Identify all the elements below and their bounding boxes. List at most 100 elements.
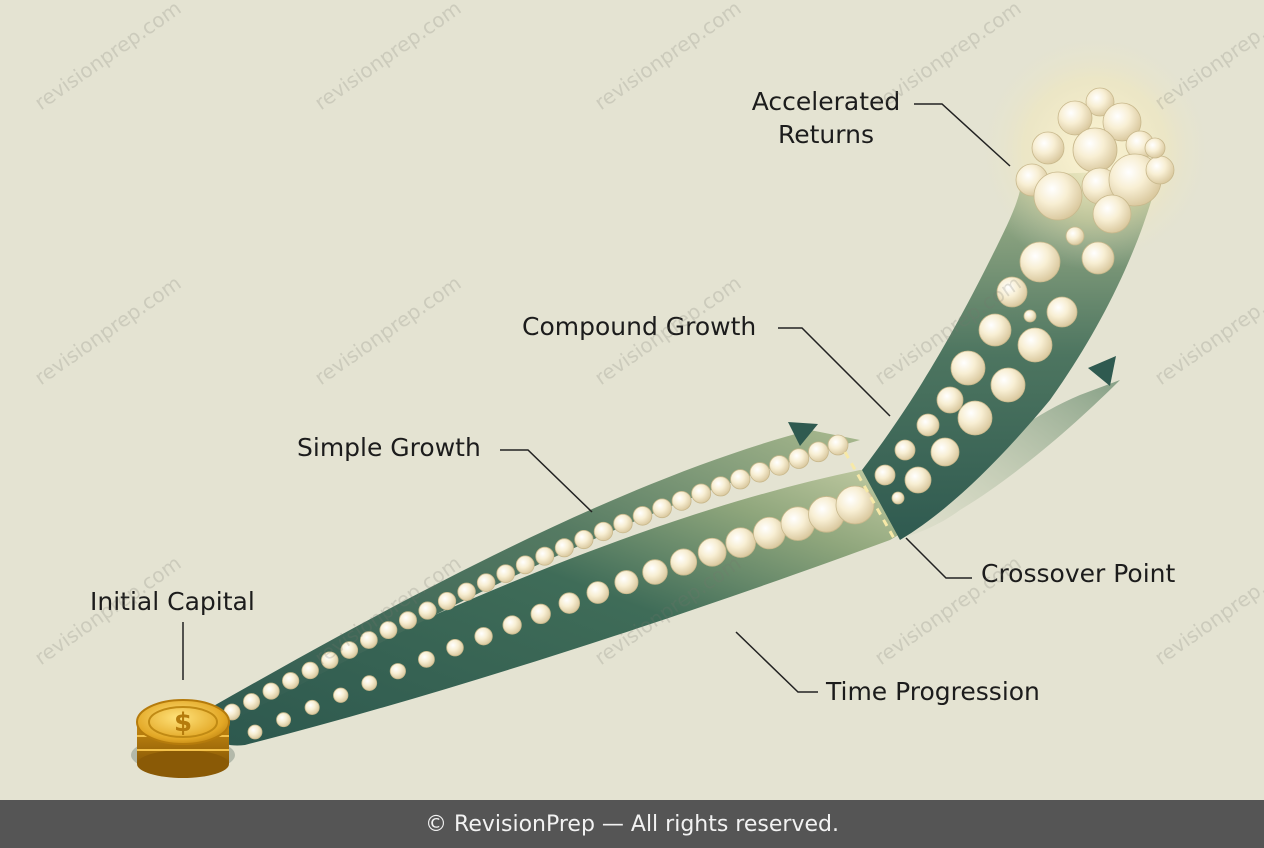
pearls bbox=[223, 87, 1175, 740]
pearl bbox=[957, 400, 993, 436]
leader-lines bbox=[182, 103, 1011, 693]
pearl bbox=[446, 638, 464, 657]
pearl bbox=[1102, 102, 1142, 142]
pearl bbox=[359, 631, 378, 649]
leader-compound-growth bbox=[778, 327, 891, 417]
pearl bbox=[1031, 131, 1065, 165]
pearl bbox=[496, 564, 515, 583]
pearl bbox=[535, 546, 555, 566]
pearl bbox=[691, 483, 712, 504]
arrow-up-icon bbox=[1088, 356, 1116, 386]
pearl bbox=[1033, 171, 1083, 221]
footer: © RevisionPrep — All rights reserved. bbox=[0, 800, 1264, 848]
pearl bbox=[321, 651, 339, 669]
pearl bbox=[874, 464, 896, 486]
label-accelerated-line2: Returns bbox=[778, 119, 874, 149]
pearl bbox=[379, 621, 398, 639]
pearl bbox=[808, 441, 829, 463]
pearl bbox=[304, 699, 320, 715]
pearl bbox=[1144, 137, 1166, 159]
pearl bbox=[282, 672, 300, 690]
pearl bbox=[247, 724, 263, 740]
pearl bbox=[262, 682, 280, 700]
pearl bbox=[632, 506, 653, 526]
pearl bbox=[474, 627, 493, 646]
pearl bbox=[936, 386, 964, 414]
pearl bbox=[418, 601, 437, 620]
pearl bbox=[835, 485, 875, 525]
pearl bbox=[1057, 100, 1093, 136]
pearl bbox=[730, 469, 751, 490]
label-crossover-point: Crossover Point bbox=[981, 559, 1176, 588]
pearl bbox=[476, 573, 496, 592]
pearl bbox=[1072, 127, 1118, 173]
pearl bbox=[243, 693, 261, 711]
diagram: $ Initial Capital Simple Growth Compound… bbox=[30, 0, 1264, 778]
pearl bbox=[950, 350, 986, 386]
pearl bbox=[1145, 155, 1175, 185]
pearl bbox=[894, 439, 916, 461]
pearl bbox=[1092, 194, 1132, 234]
pearl bbox=[1065, 226, 1085, 246]
label-time-progression: Time Progression bbox=[826, 677, 1040, 706]
pearl bbox=[515, 555, 535, 575]
pearl bbox=[1017, 327, 1053, 363]
pearl bbox=[276, 712, 291, 728]
crossover-dash bbox=[843, 451, 897, 541]
footer-text: © RevisionPrep — All rights reserved. bbox=[425, 811, 839, 837]
pearl bbox=[530, 603, 551, 625]
pearl bbox=[697, 537, 727, 567]
pearl bbox=[1023, 309, 1037, 323]
leader-time bbox=[735, 631, 818, 693]
leader-accelerated bbox=[914, 103, 1011, 167]
pearl bbox=[593, 521, 614, 542]
label-initial-capital: Initial Capital bbox=[90, 587, 255, 616]
pearl bbox=[827, 434, 849, 456]
pearl bbox=[670, 548, 698, 576]
pearl bbox=[398, 611, 417, 630]
pearl bbox=[990, 367, 1026, 403]
pearl bbox=[1085, 87, 1115, 117]
label-accelerated-returns: Accelerated Returns bbox=[746, 86, 906, 151]
pearl bbox=[652, 498, 672, 519]
simple-arrow-icon bbox=[788, 422, 818, 446]
pearl bbox=[769, 455, 790, 476]
pearl bbox=[930, 437, 960, 467]
pearl bbox=[389, 663, 406, 680]
pearl bbox=[710, 476, 731, 497]
pearl bbox=[753, 516, 786, 550]
coin-icon: $ bbox=[131, 699, 235, 778]
pearl bbox=[671, 490, 692, 511]
leader-simple-growth bbox=[500, 449, 593, 513]
pearl bbox=[1019, 241, 1061, 283]
pearl bbox=[301, 661, 319, 680]
pearl bbox=[978, 313, 1012, 347]
pearl bbox=[418, 650, 435, 668]
pearl bbox=[904, 466, 932, 494]
pearl bbox=[725, 527, 756, 558]
diagram-canvas: $ bbox=[131, 30, 1215, 778]
label-simple-growth: Simple Growth bbox=[297, 433, 481, 462]
pearl bbox=[1081, 241, 1115, 275]
pearl bbox=[788, 448, 810, 469]
pearl bbox=[361, 675, 378, 691]
pearl bbox=[333, 687, 349, 703]
leader-crossover bbox=[905, 537, 972, 579]
label-compound-growth: Compound Growth bbox=[522, 312, 757, 341]
pearl bbox=[574, 529, 594, 550]
label-accelerated-line1: Accelerated bbox=[751, 87, 901, 116]
pearl bbox=[437, 591, 457, 611]
pearl bbox=[502, 615, 522, 635]
pearl bbox=[749, 462, 770, 483]
pearl bbox=[996, 276, 1028, 308]
pearl bbox=[642, 559, 668, 585]
pearl bbox=[614, 570, 639, 595]
pearl bbox=[613, 513, 633, 534]
pearl bbox=[558, 592, 580, 614]
pearl bbox=[457, 582, 476, 601]
pearl bbox=[554, 538, 574, 558]
pearl bbox=[340, 641, 359, 659]
pearl bbox=[1046, 296, 1078, 328]
pearl bbox=[891, 491, 905, 505]
pearl bbox=[916, 413, 940, 437]
